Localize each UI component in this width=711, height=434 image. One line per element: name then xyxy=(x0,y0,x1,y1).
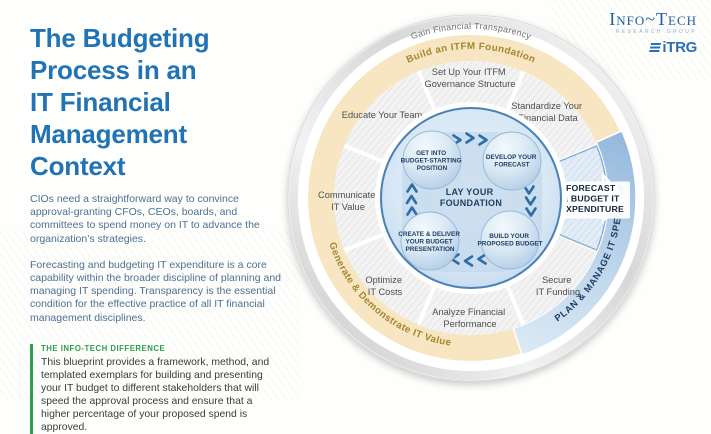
difference-body: This blueprint provides a framework, met… xyxy=(41,356,270,433)
itrg-bars-icon xyxy=(649,42,662,53)
title-line: Context xyxy=(30,151,126,181)
node-build-budget: BUILD YOUR PROPOSED BUDGET xyxy=(478,210,543,270)
logo-wordmark: Info~Tech xyxy=(609,9,697,29)
node-develop-forecast: DEVELOP YOUR FORECAST xyxy=(482,131,542,191)
node-create-presentation: CREATE & DELIVER YOUR BUDGET PRESENTATIO… xyxy=(398,211,461,271)
title-line: Process in an xyxy=(30,55,197,85)
svg-text:DEVELOP YOUR FORECAST: DEVELOP YOUR FORECAST xyxy=(486,154,538,169)
info-tech-logo: Info~Tech RESEARCH GROUP iTRG xyxy=(609,10,697,55)
svg-text:CREATE & DELIVER YOUR: CREATE & DELIVER YOUR BUDGET PRESENTATIO… xyxy=(398,231,461,253)
difference-heading: THE INFO-TECH DIFFERENCE xyxy=(41,343,166,353)
svg-text:GET INTO BUDGET-STARTI: GET INTO BUDGET-STARTING POSITION xyxy=(401,150,464,172)
title-line: Management xyxy=(30,119,187,149)
title-line: The Budgeting xyxy=(30,23,210,53)
info-tech-difference-block: THE INFO-TECH DIFFERENCE This blueprint … xyxy=(30,343,282,434)
itrg-badge-text: iTRG xyxy=(662,39,697,56)
center-hub: LAY YOUR FOUNDATION GET INTO BUDGET-STAR… xyxy=(375,102,567,294)
segment-communicate-value: Communicate IT Value xyxy=(318,190,378,212)
title-line: IT Financial xyxy=(30,87,171,117)
segment-secure-funding: Secure IT Funding xyxy=(536,275,580,297)
segment-optimize-costs: Optimize IT Costs xyxy=(365,275,404,297)
page-title: The Budgeting Process in an IT Financial… xyxy=(30,22,282,182)
lay-foundation-label: LAY YOUR FOUNDATION xyxy=(440,187,502,208)
wheel-silver-rim xyxy=(289,16,653,380)
segment-educate-team: Educate Your Team xyxy=(342,110,423,120)
svg-text:BUILD YOUR PROPOSED BU: BUILD YOUR PROPOSED BUDGET xyxy=(478,233,543,248)
forecast-segment-label: FORECAST & BUDGET IT EXPENDITURE xyxy=(560,183,624,214)
intro-paragraph: CIOs need a straightforward way to convi… xyxy=(30,193,260,245)
segment-standardize-data: Standardize Your Financial Data xyxy=(511,101,584,123)
left-panel: The Budgeting Process in an IT Financial… xyxy=(30,22,282,434)
segment-setup-governance: Set Up Your ITFM Governance Structure xyxy=(425,67,516,89)
itrg-badge: iTRG xyxy=(609,40,697,55)
segment-analyze-performance: Analyze Financial Performance xyxy=(432,307,507,329)
node-get-into-position: GET INTO BUDGET-STARTING POSITION xyxy=(401,130,464,190)
logo-subtitle: RESEARCH GROUP xyxy=(615,29,697,35)
itfm-wheel-diagram: Gain Financial Transparency Build an ITF… xyxy=(287,14,655,382)
forecast-label-backdrop xyxy=(554,181,630,219)
context-paragraph: Forecasting and budgeting IT expenditure… xyxy=(30,258,281,324)
